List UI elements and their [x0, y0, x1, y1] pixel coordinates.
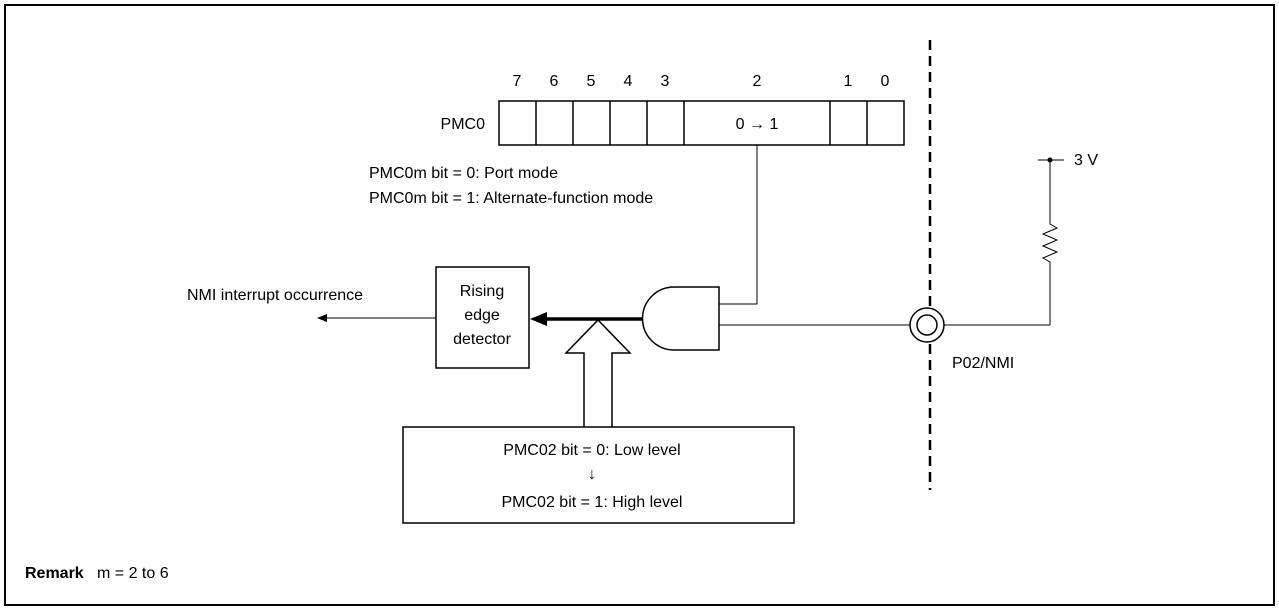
bit2-control-wire: [719, 145, 758, 305]
supply-label: 3 V: [1074, 152, 1098, 169]
bit-label-3: 3: [661, 73, 670, 90]
gate-to-detector-arrowhead: [530, 312, 547, 326]
level-box-arrow: ↓: [588, 466, 596, 483]
mode-note-alternate: PMC0m bit = 1: Alternate-function mode: [369, 190, 653, 207]
bit-label-5: 5: [587, 73, 596, 90]
nmi-output-label: NMI interrupt occurrence: [187, 287, 363, 304]
bit-label-7: 7: [513, 73, 522, 90]
bit-label-4: 4: [624, 73, 633, 90]
supply-node: [1047, 157, 1053, 163]
bit-number-labels: 7 6 5 4 3 2 1 0: [513, 73, 890, 90]
mode-note-port: PMC0m bit = 0: Port mode: [369, 165, 558, 182]
pin-outer-circle: [909, 307, 945, 343]
detector-label-detector: detector: [453, 331, 511, 348]
bit-label-0: 0: [881, 73, 890, 90]
pin-label: P02/NMI: [952, 355, 1014, 372]
remark-text: m = 2 to 6: [97, 565, 169, 582]
level-box: [402, 426, 795, 524]
bit-label-6: 6: [550, 73, 559, 90]
pin-inner-circle: [916, 314, 938, 336]
bit2-value: 0 → 1: [736, 116, 779, 133]
level-box-low: PMC02 bit = 0: Low level: [503, 442, 680, 459]
level-select-arrow: [564, 318, 632, 427]
pull-up-resistor: [1041, 220, 1059, 266]
bit-label-2: 2: [753, 73, 762, 90]
register-name: PMC0: [441, 116, 486, 133]
register-box: [498, 100, 905, 146]
figure-frame: [4, 4, 1275, 606]
remark-title: Remark: [25, 565, 84, 582]
detector-label-edge: edge: [464, 307, 500, 324]
detector-label-rising: Rising: [460, 283, 504, 300]
and-gate: [641, 286, 720, 351]
level-box-high: PMC02 bit = 1: High level: [502, 494, 683, 511]
bit-label-1: 1: [844, 73, 853, 90]
